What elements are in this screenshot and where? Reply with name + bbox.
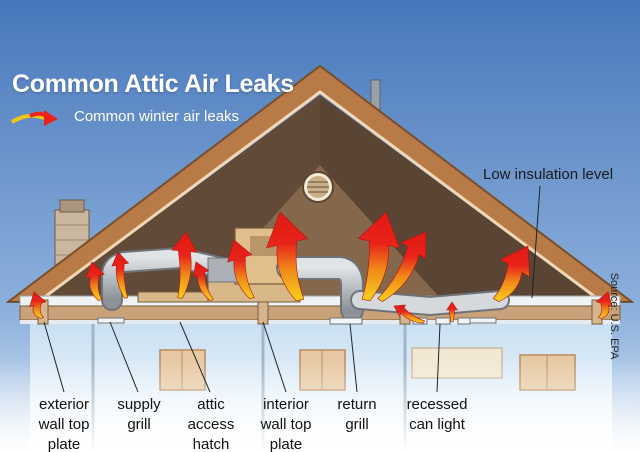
label-attic-access-hatch: attic access hatch — [187, 396, 235, 452]
label-recessed-can-light: recessed can light — [406, 396, 468, 433]
legend: Common winter air leaks — [12, 108, 239, 125]
leak-arrow-6 — [227, 239, 255, 300]
insulation-label: Low insulation level — [483, 166, 614, 183]
legend-arrow-icon — [10, 110, 58, 126]
label-supply-grill: supply grill — [117, 396, 161, 433]
leak-arrow-12 — [393, 304, 425, 324]
leak-arrow-13 — [446, 301, 458, 323]
leader-lines — [43, 185, 541, 393]
gable-vent — [302, 171, 334, 203]
leak-arrow-3 — [111, 251, 130, 299]
leak-arrow-11 — [595, 291, 613, 319]
leak-arrow-9 — [377, 231, 427, 302]
air-leak-arrows — [29, 211, 613, 324]
legend-label: Common winter air leaks — [74, 108, 240, 125]
leak-arrow-10 — [492, 245, 530, 302]
label-interior-wall-top-plate: interior wall top plate — [260, 396, 312, 452]
legend-arrow-spacer — [12, 109, 64, 125]
leak-arrow-7 — [266, 211, 309, 302]
diagram-title: Common Attic Air Leaks — [12, 70, 294, 98]
leak-arrow-8 — [357, 211, 400, 302]
source-credit: Source: U.S. EPA — [608, 272, 620, 360]
leak-arrow-4 — [171, 231, 198, 299]
label-return-grill: return grill — [337, 396, 377, 433]
leak-arrow-1 — [29, 291, 47, 319]
label-exterior-wall-top-plate: exterior wall top plate — [38, 396, 90, 452]
leak-arrow-2 — [85, 261, 105, 301]
leak-arrow-5 — [192, 261, 214, 301]
